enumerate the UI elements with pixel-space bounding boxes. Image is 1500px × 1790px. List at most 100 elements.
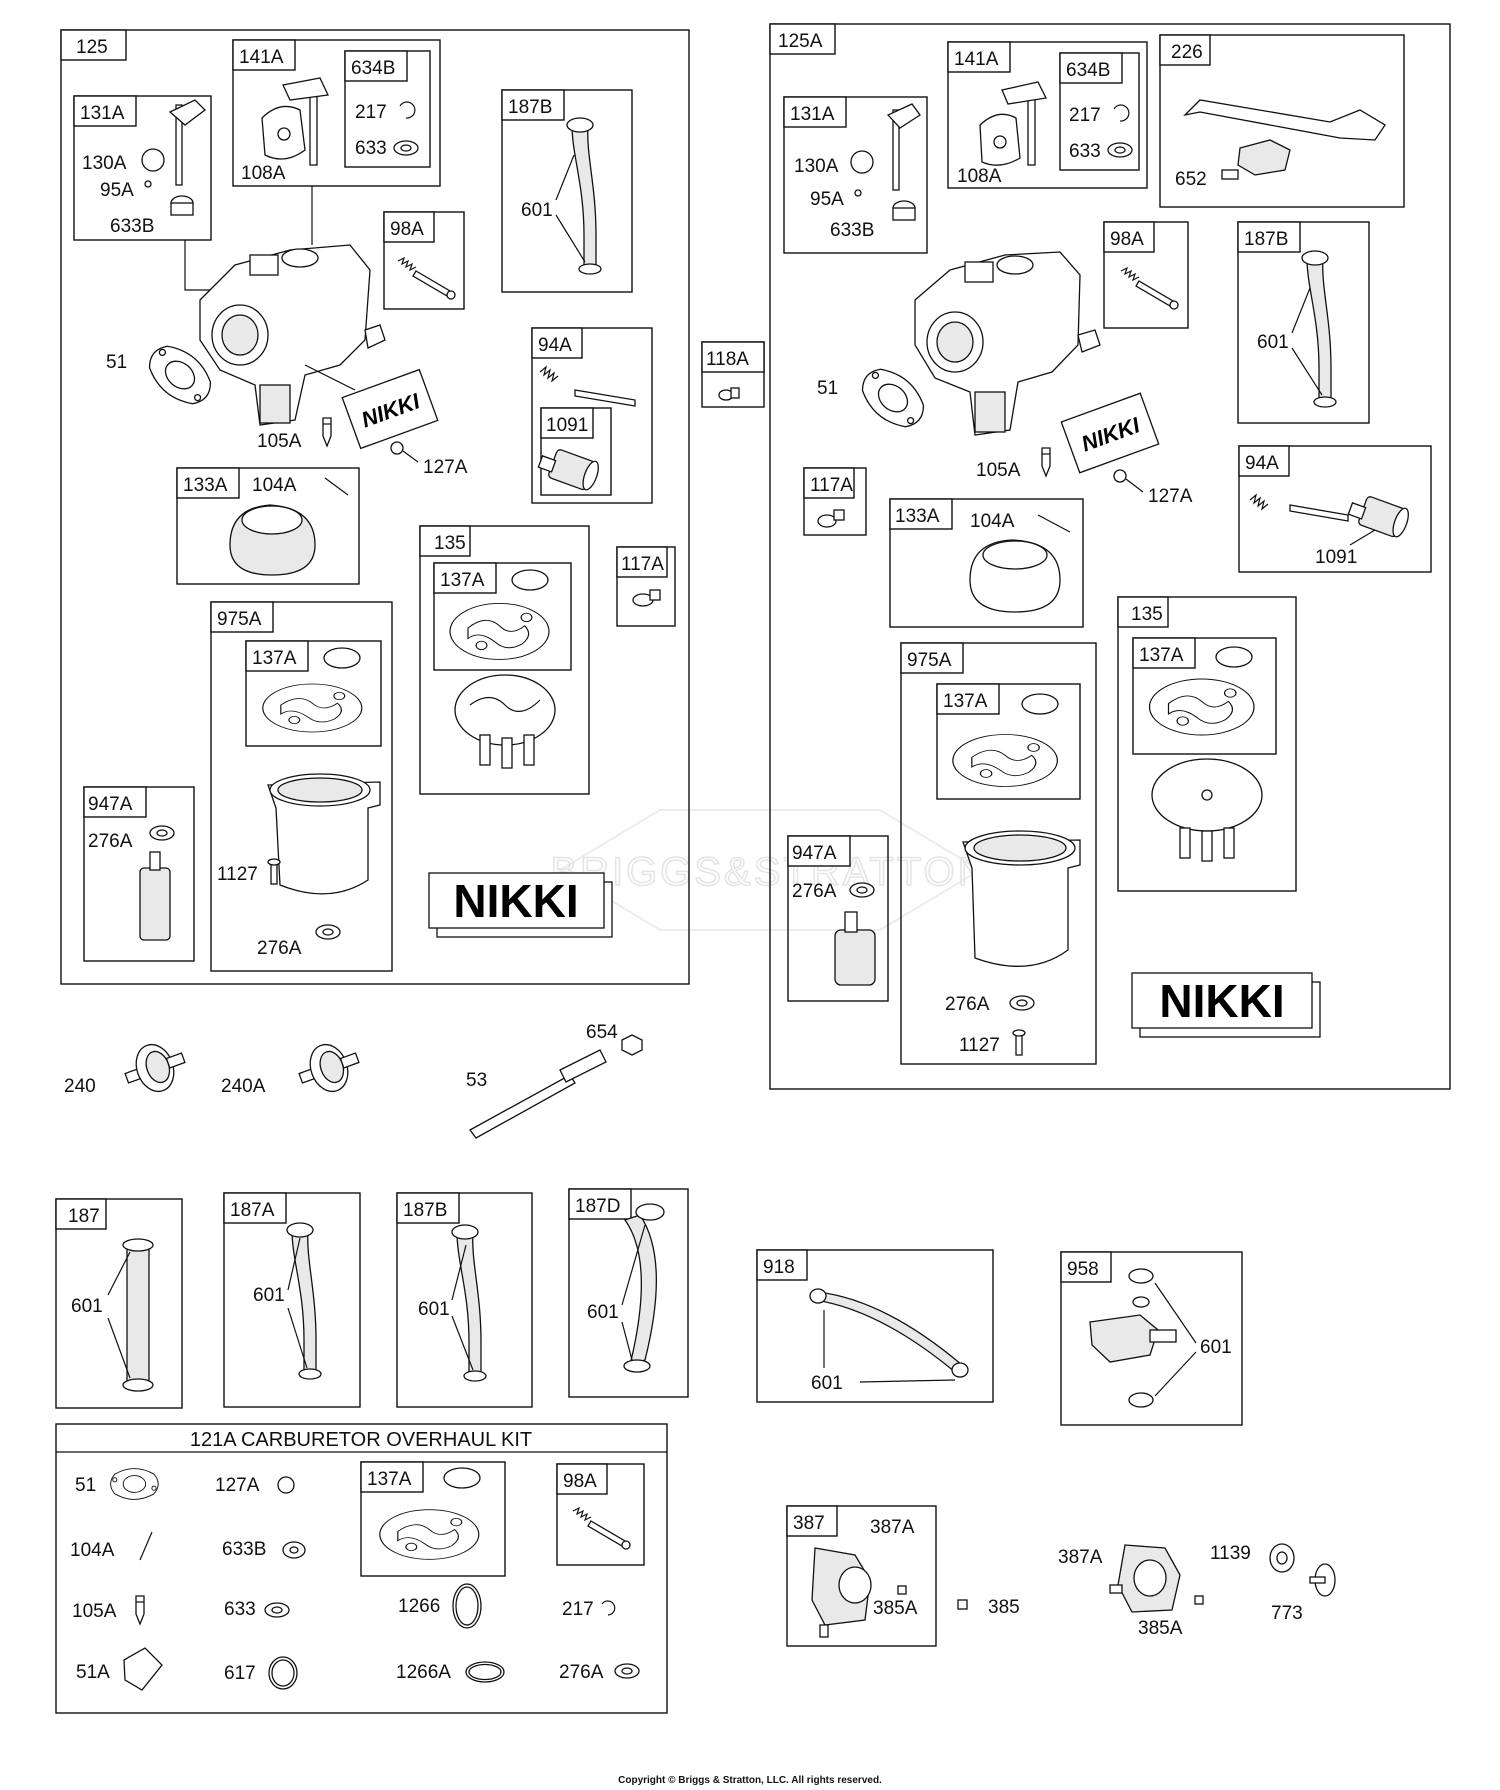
group-label-137A-r1: 137A xyxy=(1139,645,1184,666)
part-label-654: 654 xyxy=(586,1022,618,1043)
group-121A-overhaul-kit: 121A CARBURETOR OVERHAUL KIT 51 104A 105… xyxy=(55,1423,668,1714)
watermark: BRIGGS&STRATTON xyxy=(550,809,989,931)
part-label-104A-r: 104A xyxy=(970,511,1015,532)
kit-part-label-1266: 1266 xyxy=(398,1596,440,1617)
part-label-217-r: 217 xyxy=(1069,105,1101,126)
group-label-187D: 187D xyxy=(575,1196,620,1217)
group-975A-right: 975A 137A 276A 1127 xyxy=(900,642,1097,1065)
kit-part-label-633B: 633B xyxy=(222,1539,266,1560)
part-label-240A: 240A xyxy=(221,1076,266,1097)
kit-title: 121A CARBURETOR OVERHAUL KIT xyxy=(190,1429,532,1451)
group-131A-right: 131A 130A 95A 633B xyxy=(783,96,928,254)
group-label-135-r: 135 xyxy=(1131,604,1163,625)
nikki-label-big: NIKKI xyxy=(453,875,578,927)
part-label-130A-r: 130A xyxy=(794,156,839,177)
part-label-633B: 633B xyxy=(110,216,154,237)
group-label-135: 135 xyxy=(434,533,466,554)
group-958: 958 601 xyxy=(1060,1251,1243,1426)
fuel-filters: 240 240A xyxy=(64,1034,367,1102)
part-label-633: 633 xyxy=(355,138,387,159)
part-label-387A-b: 387A xyxy=(1058,1547,1103,1568)
part-label-104A: 104A xyxy=(252,475,297,496)
part-label-105A: 105A xyxy=(257,431,302,452)
group-label-137A: 137A xyxy=(440,570,485,591)
part-label-130A: 130A xyxy=(82,153,127,174)
kit-part-label-1266A: 1266A xyxy=(396,1662,451,1683)
part-label-601: 601 xyxy=(521,200,553,221)
group-133A-left: 133A 104A xyxy=(176,467,360,585)
kit-part-label-617: 617 xyxy=(224,1663,256,1684)
part-label-53: 53 xyxy=(466,1070,487,1091)
group-label-133A: 133A xyxy=(183,475,228,496)
group-98A-kit: 98A xyxy=(556,1463,645,1566)
group-135-right: 135 137A xyxy=(1117,596,1297,892)
part-label-773: 773 xyxy=(1271,1603,1303,1624)
group-141A-right: 141A 108A 634B 217 633 xyxy=(947,41,1148,189)
part-label-1127: 1127 xyxy=(217,864,258,885)
part-label-276A-947A: 276A xyxy=(88,831,133,852)
group-label-137A-b: 137A xyxy=(252,648,297,669)
group-label-187B: 187B xyxy=(508,97,552,118)
group-187A: 187A 601 xyxy=(223,1192,361,1408)
part-label-127A: 127A xyxy=(423,457,468,478)
group-label-975A: 975A xyxy=(217,609,262,630)
part-label-51: 51 xyxy=(106,352,127,373)
group-label-634B-r: 634B xyxy=(1066,60,1110,81)
kit-part-label-51: 51 xyxy=(75,1475,96,1496)
group-98A-left: 98A xyxy=(383,211,465,310)
group-label-947A: 947A xyxy=(88,794,133,815)
group-125A: 125A 131A 130A 95A 633B 141A 108A xyxy=(769,23,1451,1090)
group-label-131A: 131A xyxy=(80,103,125,124)
group-label-975A-r: 975A xyxy=(907,650,952,671)
group-label-133A-r: 133A xyxy=(895,506,940,527)
group-975A-left: 975A 137A 1127 276A xyxy=(210,601,393,972)
part-label-127A-r: 127A xyxy=(1148,486,1193,507)
part-label-601-187: 601 xyxy=(71,1296,103,1317)
group-187: 187 601 xyxy=(55,1198,183,1409)
group-label-187B-r: 187B xyxy=(1244,229,1288,250)
group-label-125A: 125A xyxy=(778,31,823,52)
group-label-958: 958 xyxy=(1067,1259,1099,1280)
part-label-633B-r: 633B xyxy=(830,220,874,241)
part-label-276A-r: 276A xyxy=(945,994,990,1015)
part-label-601-187A: 601 xyxy=(253,1285,285,1306)
group-947A-left: 947A 276A xyxy=(83,786,195,962)
group-187B-right: 187B 601 xyxy=(1237,221,1370,424)
kit-part-label-276A: 276A xyxy=(559,1662,604,1683)
group-label-187B-b: 187B xyxy=(403,1200,447,1221)
part-label-1139: 1139 xyxy=(1210,1543,1251,1564)
group-117A-left: 117A xyxy=(616,546,676,627)
part-label-1091-r: 1091 xyxy=(1315,547,1357,568)
group-label-94A-r: 94A xyxy=(1245,453,1279,474)
part-label-601-918: 601 xyxy=(811,1373,843,1394)
group-947A-right: 947A 276A xyxy=(787,835,889,1002)
nikki-tag-small-125A: NIKKI xyxy=(1060,392,1160,474)
group-137A-kit: 137A xyxy=(360,1461,506,1577)
part-label-385: 385 xyxy=(988,1597,1020,1618)
group-137A-975A-right: 137A xyxy=(936,683,1081,800)
group-117A-right: 117A xyxy=(803,467,867,536)
part-label-108A: 108A xyxy=(241,163,286,184)
group-label-187: 187 xyxy=(68,1206,100,1227)
part-53-assembly: 53 654 xyxy=(466,1022,643,1139)
kit-part-label-217: 217 xyxy=(562,1599,594,1620)
group-137A-135-left: 137A xyxy=(433,562,572,671)
fuel-pump-387A: 387A 385A 1139 773 xyxy=(1058,1543,1336,1639)
part-label-385A: 385A xyxy=(873,1598,918,1619)
part-label-601-187D: 601 xyxy=(587,1302,619,1323)
group-94A-left: 94A 1091 xyxy=(531,327,653,504)
part-label-95A: 95A xyxy=(100,180,134,201)
group-98A-right: 98A xyxy=(1103,221,1189,329)
part-label-633-r: 633 xyxy=(1069,141,1101,162)
group-187B-bottom: 187B 601 xyxy=(396,1192,533,1408)
group-label-226: 226 xyxy=(1171,42,1203,63)
group-634B-right: 634B 217 633 xyxy=(1059,52,1140,171)
group-137A-135-right: 137A xyxy=(1132,637,1277,755)
watermark-text: BRIGGS&STRATTON xyxy=(550,850,989,894)
nikki-tag-big-125A: NIKKI xyxy=(1131,972,1321,1038)
nikki-label-big-r: NIKKI xyxy=(1159,975,1284,1027)
group-125: 125 131A 130A 95A 633B 141A 108A xyxy=(60,29,690,985)
group-label-98A-kit: 98A xyxy=(563,1471,597,1492)
group-label-387: 387 xyxy=(793,1513,825,1534)
